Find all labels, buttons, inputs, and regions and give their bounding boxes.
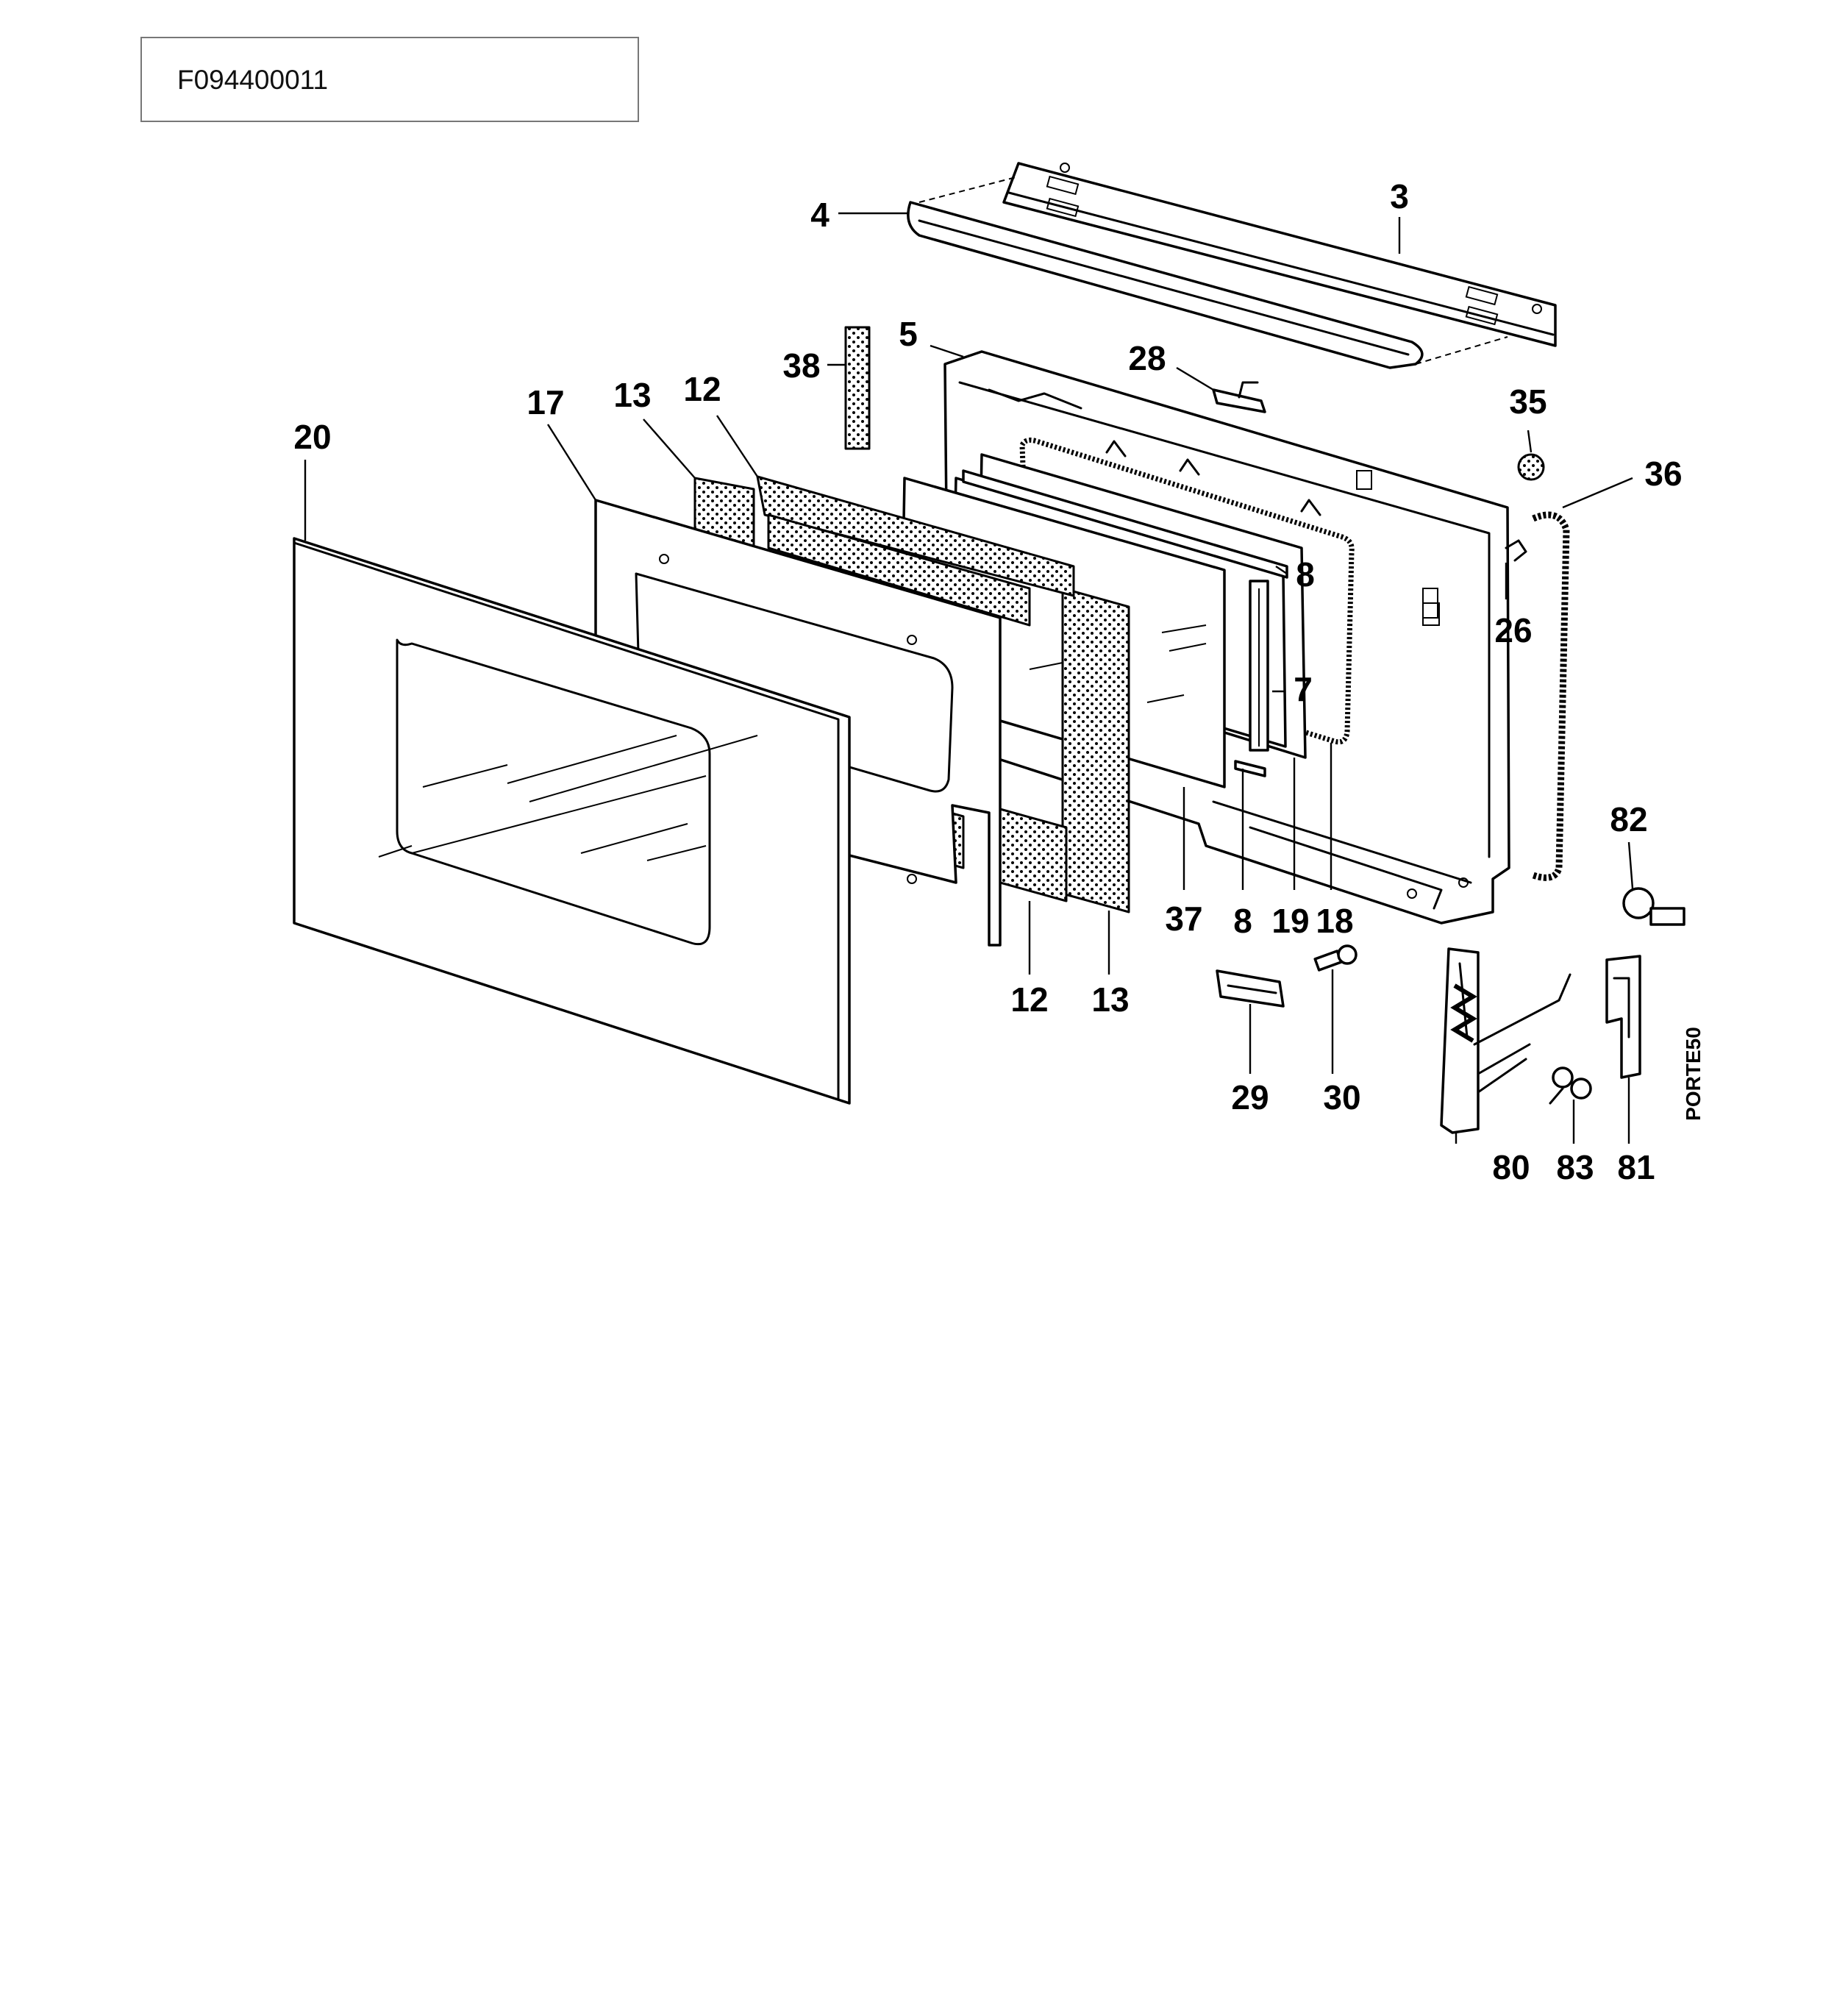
- callout-81: 81: [1617, 1148, 1655, 1186]
- leader-lines: [304, 212, 1634, 1144]
- reference-box: F094400011: [140, 37, 639, 122]
- part-30-screw: [1313, 944, 1358, 972]
- part-4-trim-bar: [907, 176, 1508, 369]
- callout-80: 80: [1492, 1148, 1530, 1186]
- part-35-plug: [1517, 453, 1545, 481]
- callout-37: 37: [1165, 900, 1202, 938]
- part-8-glass-clip: [962, 469, 1288, 777]
- callout-38: 38: [782, 346, 820, 385]
- callout-17: 17: [527, 383, 564, 421]
- callout-3: 3: [1390, 177, 1409, 216]
- callout-18: 18: [1316, 902, 1353, 940]
- part-81-hinge-bracket: [1605, 955, 1641, 1079]
- part-18-inner-seal: [1019, 437, 1355, 745]
- part-36-side-seal: [1532, 511, 1570, 881]
- callout-29: 29: [1231, 1078, 1269, 1116]
- part-20-outer-door: [293, 537, 851, 1105]
- part-26-catch: [1505, 539, 1527, 562]
- callout-19: 19: [1271, 902, 1309, 940]
- callout-26: 26: [1494, 611, 1532, 649]
- callout-35: 35: [1509, 382, 1546, 421]
- part-29-bracket: [1216, 969, 1285, 1008]
- callout-12-bottom: 12: [1010, 980, 1048, 1019]
- callout-8-bottom: 8: [1233, 902, 1252, 940]
- callout-labels: 4 3 38 5 28 35 36 20 17 13 12 8 26 7 82 …: [293, 177, 1705, 1186]
- part-3-top-rail: [1002, 162, 1557, 347]
- callout-13-top: 13: [613, 376, 651, 414]
- callout-30: 30: [1323, 1078, 1360, 1116]
- callout-5: 5: [899, 315, 918, 353]
- callout-7: 7: [1294, 670, 1313, 708]
- part-83-pin: [1549, 1066, 1592, 1105]
- reference-code: F094400011: [177, 65, 329, 95]
- callout-28: 28: [1128, 339, 1166, 377]
- callout-13-bottom: 13: [1091, 980, 1129, 1019]
- callout-12-top: 12: [683, 370, 721, 408]
- callout-36: 36: [1644, 455, 1682, 493]
- callout-4: 4: [810, 196, 830, 234]
- part-80-hinge: [1440, 947, 1572, 1134]
- part-82-roller: [1622, 887, 1685, 926]
- callout-8-top: 8: [1296, 555, 1315, 594]
- callout-82: 82: [1610, 800, 1647, 838]
- part-38-seal-strip: [844, 326, 871, 450]
- callout-83: 83: [1556, 1148, 1594, 1186]
- callout-20: 20: [293, 418, 331, 456]
- part-28-clip: [1212, 381, 1266, 413]
- side-code: PORTE50: [1682, 1027, 1705, 1121]
